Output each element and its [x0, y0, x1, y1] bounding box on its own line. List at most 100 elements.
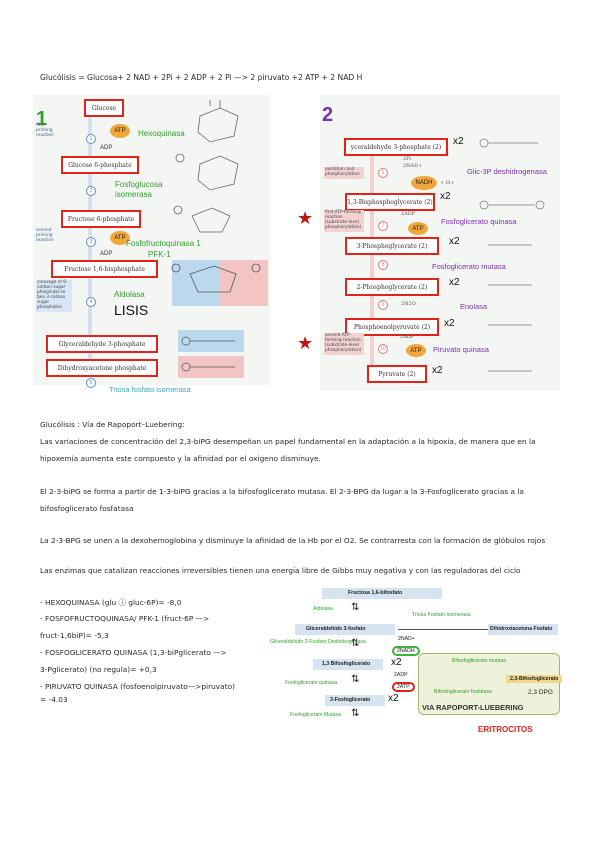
second-priming-note: second priming reaction: [36, 228, 54, 243]
dihydroxyacetone-phosphate-box: Dihydroxyacetone phosphate: [46, 359, 158, 377]
3-phosphoglycerate-box: 3-Phosphoglycerate (2): [345, 237, 439, 255]
isomerasa-arrow: [398, 629, 488, 630]
fructose-6p-ring-icon: [173, 205, 231, 233]
panel-1-number: 1: [36, 108, 48, 130]
cofactor-2adp-2: 2ADP: [400, 334, 415, 340]
glucose-6-phosphate-box: Glucose 6-phosphate: [61, 156, 139, 174]
glic-3p-deshidrogenasa-label: Glic-3P deshidrogenasa: [467, 167, 547, 176]
atp-pill-4: ATP: [406, 344, 426, 357]
fructose-bisfosfato-bar: [322, 588, 442, 599]
panel-2-structures: [479, 138, 545, 372]
paragraph-2-line-2: bifosfoglicerato fosfatasa: [40, 504, 134, 513]
panel-1-structures: [171, 100, 268, 378]
step-9-marker: 9: [378, 300, 388, 310]
via-rapoport-title: VIA RAPOPORT-LUEBERING: [422, 703, 524, 712]
step-6-marker: 6: [378, 168, 388, 178]
x2-mark-2: x2: [440, 191, 451, 202]
fosfoglicerato-mutasa-enzyme: Fosfoglicerato Mutasa: [290, 712, 342, 718]
dpg-23-label: 2,3 DPG: [528, 689, 553, 696]
glycolysis-equation: Glucólisis = Glucosa+ 2 NAD + 2Pi + 2 AD…: [40, 73, 363, 82]
g3p-deshidrogenasa-enzyme: Gliceraldehido 3-Fosfato Deshidrogenasa: [270, 639, 366, 645]
fosfoglucosa-isomerasa-label: Fosfoglucosa isomerasa: [115, 180, 163, 200]
cofactor-2nad: 2NAD+: [398, 636, 415, 642]
fosfoglicerato-3-node: 3-Fosfoglicerato: [330, 697, 371, 703]
x2-mark-6: x2: [432, 365, 443, 376]
atp-pill-1: ATP: [110, 124, 130, 138]
enzyme-list-item: 3-Pglicerato) (no regula)= +0,3: [40, 665, 157, 674]
step-8-marker: 8: [378, 260, 388, 270]
fosfoglicerato-quinasa-enzyme: Fosfoglicerato quinasa: [285, 680, 338, 686]
cofactor-2adp: 2ADP: [394, 672, 408, 678]
paragraph-1-line-1: Las variaciones de concentración del 2,3…: [40, 437, 536, 446]
enzyme-list-item: - PIRUVATO QUINASA (fosfoenolpiruvato—>p…: [40, 682, 235, 691]
panel-2-axis: [370, 142, 374, 380]
fructose-6-phosphate-box: Fructose 6-phosphate: [61, 210, 141, 228]
rapoport-luebering-box: [418, 653, 560, 715]
bpg13-bar: [313, 659, 383, 670]
pgm-arrows-icon: ⇅: [351, 708, 360, 719]
paragraph-1-line-2: hipoxemia aumenta este compuesto y la af…: [40, 454, 321, 463]
nadh-pill: NADH: [411, 176, 437, 190]
enzyme-list-item: - FOSFOGLICERATO QUINASA (1,3-biPglicera…: [40, 648, 227, 657]
enolasa-label: Enolasa: [460, 302, 488, 311]
step-4-marker: 4: [86, 297, 96, 307]
step-5-marker: 5: [86, 378, 96, 388]
paragraph-3: La 2-3-BPG se unen a la dexohemoglobina …: [40, 536, 546, 545]
fosfofructoquinasa-label: Fosfofructoquinasa 1: [126, 239, 201, 248]
rapoport-x2-mark-1: x2: [391, 657, 402, 668]
enzyme-list-item: fruct-1,6biP)= -5,3: [40, 631, 109, 640]
bifosfoglicerato-fosfatasa-enzyme: Bifosfoglicerato fosfatasa: [434, 689, 492, 695]
pg3-bar: [325, 695, 385, 706]
section-title: Glucólisis : Vía de Rapoport–Luebering:: [40, 420, 185, 429]
step-1-marker: 1: [86, 134, 96, 144]
adp-label-1: ADP: [100, 145, 113, 151]
fosfoglicerato-mutasa-label: Fosfoglicerato mutasa: [432, 262, 506, 271]
x2-mark-1: x2: [453, 136, 464, 147]
bifosfoglicerato-13-node: 1,3 Bifosfoglicerato: [322, 661, 371, 667]
bifosfoglicerato-mutasa-enzyme: Bifosfoglicerato mutasa: [452, 658, 506, 664]
x2-mark-5: x2: [444, 318, 455, 329]
phosphoenolpyruvate-box: Phosphoenolpyruvate (2): [345, 318, 439, 336]
fructose-bisphosphate-blue-bg: [172, 260, 220, 306]
oxidation-note: oxidation and phosphorylation: [324, 167, 364, 179]
lisis-label: LISIS: [114, 302, 149, 318]
panel-2-number: 2: [322, 104, 334, 126]
glucose-ring-icon: [197, 100, 239, 143]
aldolasa-arrows-icon: ⇅: [351, 602, 360, 613]
step-2-marker: 2: [86, 186, 96, 196]
cofactor-2nadh: 2NADH: [392, 646, 420, 656]
fructose-bisphosphate-ring-icon: [171, 263, 261, 293]
cofactor-2nad: 2NAD+: [403, 163, 423, 169]
dihidroxiacetona-node: Dihidroxiacetona Fosfato: [490, 626, 553, 632]
gliceraldehido-node: Gliceraldehido 3-fosfato: [306, 626, 366, 632]
first-atp-note: first ATP-forming reaction (substrate-le…: [324, 210, 364, 232]
aldolasa-label: Aldolasa: [114, 290, 145, 299]
enzyme-list-item: - FOSFOFRUCTOQUINASA/ PFK-1 (fruct-6P —>: [40, 614, 210, 623]
fructosa-bisfosfato-node: Fructosa 1,6-bifosfato: [348, 590, 403, 596]
cofactor-2atp: 2ATP: [392, 682, 415, 692]
enzyme-list-item: = -4.03: [40, 695, 68, 704]
piruvato-quinasa-label: Piruvato quinasa: [433, 345, 489, 354]
atp-pill-3: ATP: [408, 222, 428, 235]
first-priming-note: first priming reaction: [36, 123, 54, 138]
paragraph-2-line-1: El 2-3-biPG se forma a partir de 1-3-biP…: [40, 487, 524, 496]
atp-pill-2: ATP: [110, 231, 130, 245]
g3p-2-box: yceraldehyde 3-phosphate (2): [344, 138, 448, 156]
g3p-bar: [295, 624, 395, 635]
pfk1-label: PFK-1: [148, 250, 171, 259]
pyruvate-box: Pyruvate (2): [367, 365, 427, 383]
star-icon: ★: [297, 208, 314, 228]
g3p-arrows-icon: ⇅: [351, 638, 360, 649]
fructose-1-6-bisphosphate-box: Fructose 1,6-bisphosphate: [51, 260, 158, 278]
bifosfoglicerato-23-node: 2,3-Bifosfoglicerato: [506, 675, 563, 683]
triosa-isomerasa-enzyme: Triosa Fosfato Isomerasa: [412, 612, 471, 618]
paragraph-4: Las enzimas que catalizan reacciones irr…: [40, 566, 521, 575]
cofactor-2adp-1: 2ADP: [401, 211, 416, 217]
eritrocitos-label: ERITROCITOS: [478, 725, 533, 734]
dhap-bar: [488, 624, 558, 635]
triose-structure-icons: [181, 336, 235, 372]
step-10-marker: 10: [378, 344, 388, 354]
glucose-box: Glucose: [84, 99, 124, 117]
rapoport-x2-mark-2: x2: [388, 693, 399, 704]
fructose-bisphosphate-red-bg: [220, 260, 268, 306]
